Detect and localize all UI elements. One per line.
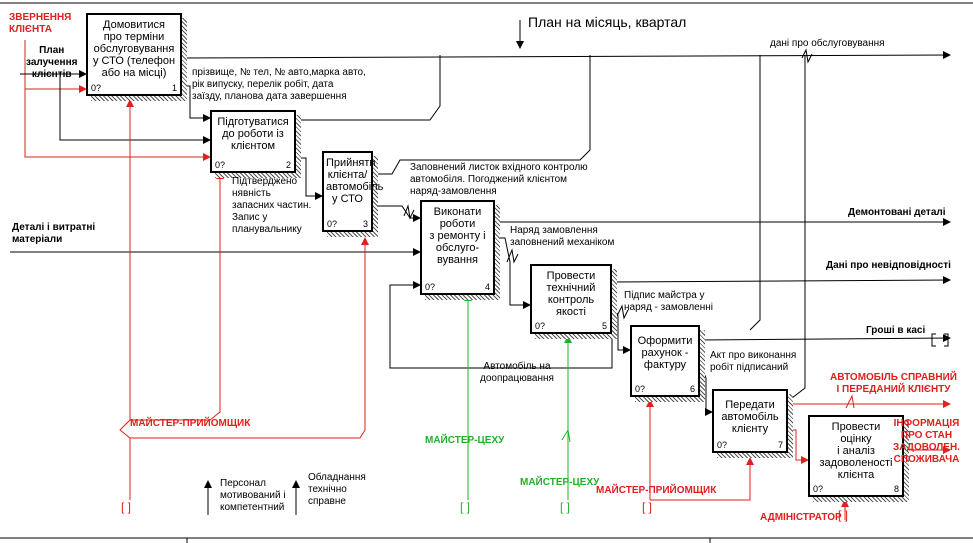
activity-cost: 0? bbox=[327, 219, 338, 229]
activity-number: 3 bbox=[362, 219, 368, 229]
mechanism-shop-master-1: МАЙСТЕР-ЦЕХУ bbox=[425, 435, 505, 446]
tunnel-icon: [ ] bbox=[838, 508, 849, 522]
activity-box-4[interactable]: Виконати роботи з ремонту і обслуго- вув… bbox=[420, 200, 495, 295]
mechanism-reception-master-1: МАЙСТЕР-ПРИЙОМЩИК bbox=[130, 418, 251, 429]
activity-number: 4 bbox=[484, 282, 490, 292]
activity-cost: 0? bbox=[91, 83, 102, 93]
activity-box-3[interactable]: Прийняти клієнта/ автомобіль у СТО 0? 3 bbox=[322, 151, 384, 232]
label-client-info: прізвище, № тел, № авто,марка авто, рік … bbox=[192, 67, 366, 102]
tunnel-icon: [ ] bbox=[121, 500, 132, 514]
tunnel-icon: [ ] bbox=[460, 500, 471, 514]
output-cash: Гроші в касі bbox=[866, 325, 926, 336]
activity-cost: 0? bbox=[535, 321, 546, 331]
activity-title: Прийняти клієнта/ автомобіль у СТО bbox=[326, 157, 384, 205]
activity-cost: 0? bbox=[215, 160, 226, 170]
input-parts: Деталі і витратні матеріали bbox=[12, 222, 96, 245]
mechanism-administrator: АДМІНІСТРАТОР bbox=[760, 512, 842, 523]
activity-number: 1 bbox=[171, 83, 177, 93]
activity-title: Провести оцінку і аналіз задоволеності к… bbox=[819, 421, 893, 481]
legend-personnel: Персонал мотивований і компетентний bbox=[220, 478, 286, 513]
activity-box-1[interactable]: Домовитися про терміни обслуговування у … bbox=[86, 13, 182, 96]
input-client-request: ЗВЕРНЕННЯ КЛІЄНТА bbox=[9, 12, 72, 35]
tunnel-icon: [ ] bbox=[560, 500, 571, 514]
activity-title: Підготуватися до роботи із клієнтом bbox=[217, 116, 289, 152]
activity-box-7[interactable]: Передати автомобіль клієнту 0? 7 bbox=[712, 389, 788, 453]
input-client-plan: План залучення клієнтів bbox=[26, 45, 78, 80]
output-dismantled: Демонтовані деталі bbox=[848, 207, 946, 218]
activity-box-2[interactable]: Підготуватися до роботи із клієнтом 0? 2 bbox=[210, 110, 296, 173]
activity-number: 2 bbox=[285, 160, 291, 170]
label-intake-sheet: Заповнений листок вхідного контролю авто… bbox=[410, 162, 588, 197]
activity-box-8[interactable]: Провести оцінку і аналіз задоволеності к… bbox=[808, 415, 904, 497]
activity-number: 5 bbox=[601, 321, 607, 331]
activity-title: Домовитися про терміни обслуговування у … bbox=[92, 19, 176, 79]
activity-cost: 0? bbox=[425, 282, 436, 292]
output-nonconformity: Дані про невідповідності bbox=[826, 260, 951, 271]
activity-title: Передати автомобіль клієнту bbox=[721, 399, 779, 435]
activity-cost: 0? bbox=[717, 440, 728, 450]
activity-title: Оформити рахунок - фактуру bbox=[637, 335, 693, 371]
mechanism-shop-master-2: МАЙСТЕР-ЦЕХУ bbox=[520, 477, 600, 488]
activity-number: 7 bbox=[777, 440, 783, 450]
label-work-order-filled: Наряд замовлення заповнений механіком bbox=[510, 225, 615, 248]
activity-cost: 0? bbox=[813, 484, 824, 494]
activity-number: 6 bbox=[689, 384, 695, 394]
legend-equipment: Обладнання технічно справне bbox=[308, 472, 366, 507]
output-service-data: дані про обслуговування bbox=[770, 38, 885, 49]
activity-box-6[interactable]: Оформити рахунок - фактуру 0? 6 bbox=[630, 325, 700, 397]
label-parts-check: Підтверджено нявність запасних частин. З… bbox=[232, 176, 312, 235]
activity-title: Провести технічний контроль якості bbox=[546, 270, 596, 318]
output-satisfaction: ІНФОРМАЦІЯ ПРО СТАН ЗАДОВОЛЕН. СПОЖИВАЧА bbox=[893, 418, 960, 465]
activity-box-5[interactable]: Провести технічний контроль якості 0? 5 bbox=[530, 264, 612, 334]
mechanism-reception-master-2: МАЙСТЕР-ПРИЙОМЩИК bbox=[596, 485, 717, 496]
label-master-signature: Підпис майстра у наряд - замовленні bbox=[624, 290, 713, 313]
activity-number: 8 bbox=[893, 484, 899, 494]
label-rework: Автомобіль на доопрацювання bbox=[480, 361, 554, 384]
tunnel-icon: [ ] bbox=[642, 500, 653, 514]
activity-cost: 0? bbox=[635, 384, 646, 394]
output-car-ok: АВТОМОБІЛЬ СПРАВНИЙ І ПЕРЕДАНИЙ КЛІЄНТУ bbox=[830, 372, 957, 395]
control-month-plan: План на місяць, квартал bbox=[528, 14, 687, 30]
activity-title: Виконати роботи з ремонту і обслуго- вув… bbox=[429, 206, 486, 266]
label-act-signed: Акт про виконання робіт підписаний bbox=[710, 350, 797, 373]
